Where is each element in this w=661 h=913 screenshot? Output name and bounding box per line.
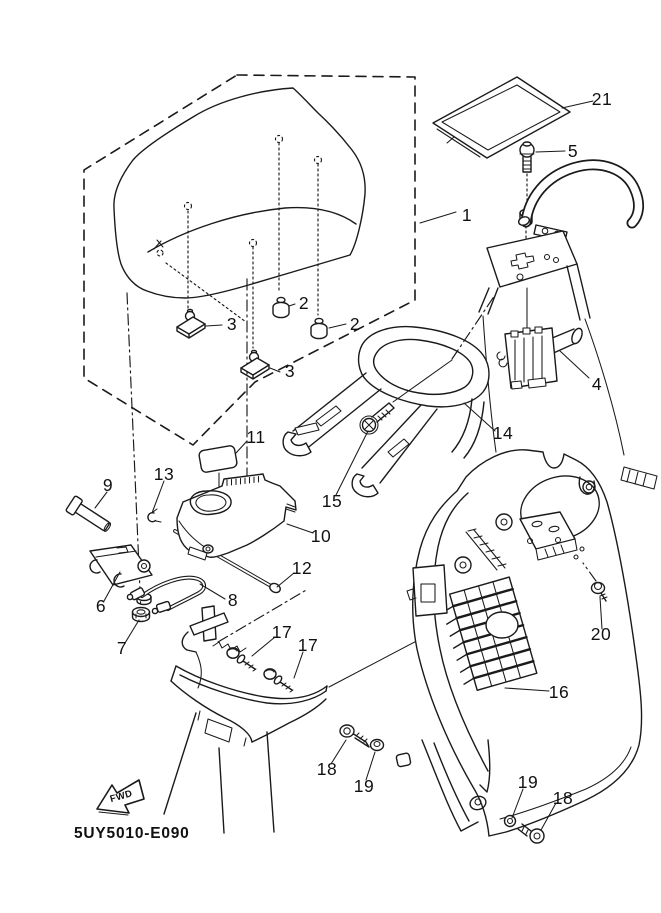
callout-2a: 2 xyxy=(299,293,309,313)
latch-catch xyxy=(181,605,247,689)
callout-5: 5 xyxy=(568,141,578,161)
callout-12: 12 xyxy=(292,558,312,578)
callout-13: 13 xyxy=(154,464,174,484)
callout-19a: 19 xyxy=(354,776,374,796)
grab-bar xyxy=(517,159,645,242)
lock-cable xyxy=(126,575,207,615)
document-sheet xyxy=(432,76,571,159)
seat-damper-plate-a xyxy=(176,308,206,339)
callout-18a: 18 xyxy=(317,759,337,779)
bottom-washer-b xyxy=(503,814,517,828)
hinge-bracket xyxy=(89,544,153,588)
callout-20: 20 xyxy=(591,624,611,644)
seat-damper-round-a xyxy=(272,296,290,319)
callout-7: 7 xyxy=(117,638,127,658)
callout-17b: 17 xyxy=(298,635,318,655)
seat-frame-carrier xyxy=(282,325,490,498)
seat-reference-box xyxy=(83,74,416,446)
callout-10: 10 xyxy=(311,526,331,546)
seat-lock xyxy=(496,326,583,390)
callout-15: 15 xyxy=(322,491,342,511)
bottom-screw-a xyxy=(339,724,370,748)
callout-labels: 1 2 2 3 3 4 5 6 7 8 9 10 11 12 13 14 15 … xyxy=(96,89,612,808)
hinge-nut xyxy=(131,606,151,623)
callout-6: 6 xyxy=(96,596,106,616)
frame-screw xyxy=(359,294,496,435)
callout-21: 21 xyxy=(592,89,612,109)
callout-8: 8 xyxy=(228,590,238,610)
seat-damper-round-b xyxy=(310,317,328,340)
hinge-pin xyxy=(65,495,112,532)
seat xyxy=(113,87,366,299)
retainer-clip xyxy=(147,508,162,523)
side-screw xyxy=(582,562,608,602)
cover-screw-b xyxy=(263,668,294,693)
callout-3a: 3 xyxy=(227,314,237,334)
leader-lines xyxy=(94,100,603,831)
bottom-screw-b xyxy=(517,823,545,844)
callout-11: 11 xyxy=(246,427,265,447)
carrier-bracket xyxy=(478,230,625,456)
callout-4: 4 xyxy=(592,374,602,394)
front-cover xyxy=(163,665,328,834)
diagram-code: 5UY5010-E090 xyxy=(74,825,190,842)
callout-17a: 17 xyxy=(272,622,292,642)
callout-14: 14 xyxy=(493,423,513,443)
callout-19b: 19 xyxy=(518,772,538,792)
callout-18b: 18 xyxy=(553,788,573,808)
storage-box xyxy=(176,473,297,561)
callout-16: 16 xyxy=(549,682,569,702)
callout-9: 9 xyxy=(103,475,113,495)
bottom-washer-a xyxy=(369,738,385,752)
cover-screw-a xyxy=(226,647,257,672)
fwd-arrow: FWD xyxy=(96,779,145,816)
seat-damper-plate-b xyxy=(240,349,270,380)
callout-2b: 2 xyxy=(350,314,360,334)
callout-1: 1 xyxy=(462,205,472,225)
rear-cover xyxy=(395,449,658,837)
callout-3b: 3 xyxy=(285,361,295,381)
